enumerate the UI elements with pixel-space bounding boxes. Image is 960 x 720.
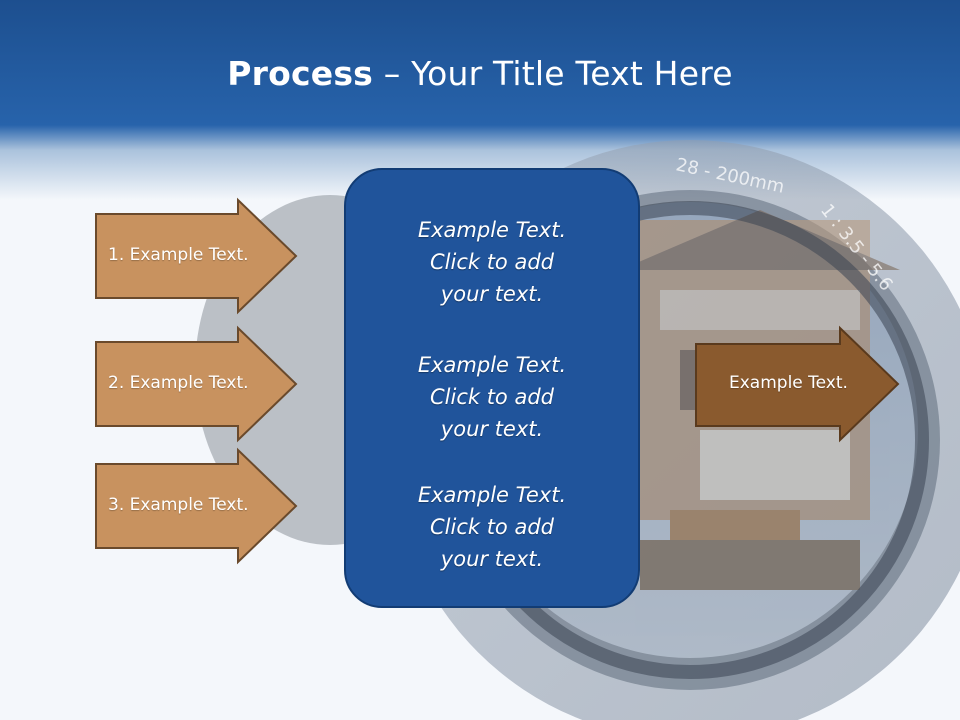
left-arrow-1-label: 1. Example Text. bbox=[108, 245, 249, 265]
text-block-1-line-3: your text. bbox=[440, 282, 544, 306]
left-arrow-1[interactable] bbox=[95, 197, 298, 315]
left-arrow-2-label: 2. Example Text. bbox=[108, 373, 249, 393]
title-rest: – Your Title Text Here bbox=[373, 54, 733, 93]
right-arrow-label: Example Text. bbox=[729, 373, 848, 393]
title-bold: Process bbox=[227, 54, 374, 93]
text-block-2-line-2: Click to add bbox=[429, 385, 554, 409]
left-arrow-3-label: 3. Example Text. bbox=[108, 495, 249, 515]
text-block-3[interactable]: Example Text. Click to add your text. bbox=[346, 479, 638, 575]
left-arrow-2[interactable] bbox=[95, 325, 298, 443]
text-block-1[interactable]: Example Text. Click to add your text. bbox=[346, 214, 638, 310]
text-block-3-line-3: your text. bbox=[440, 547, 544, 571]
slide-title: Process – Your Title Text Here bbox=[0, 54, 960, 93]
text-block-1-line-1: Example Text. bbox=[417, 218, 567, 242]
right-arrow[interactable] bbox=[695, 325, 900, 443]
text-block-1-line-2: Click to add bbox=[429, 250, 554, 274]
text-block-2[interactable]: Example Text. Click to add your text. bbox=[346, 349, 638, 445]
text-block-3-line-2: Click to add bbox=[429, 515, 554, 539]
left-arrow-3[interactable] bbox=[95, 447, 298, 565]
text-block-2-line-1: Example Text. bbox=[417, 353, 567, 377]
center-text-box[interactable]: Example Text. Click to add your text. Ex… bbox=[344, 168, 640, 608]
text-block-3-line-1: Example Text. bbox=[417, 483, 567, 507]
text-block-2-line-3: your text. bbox=[440, 417, 544, 441]
